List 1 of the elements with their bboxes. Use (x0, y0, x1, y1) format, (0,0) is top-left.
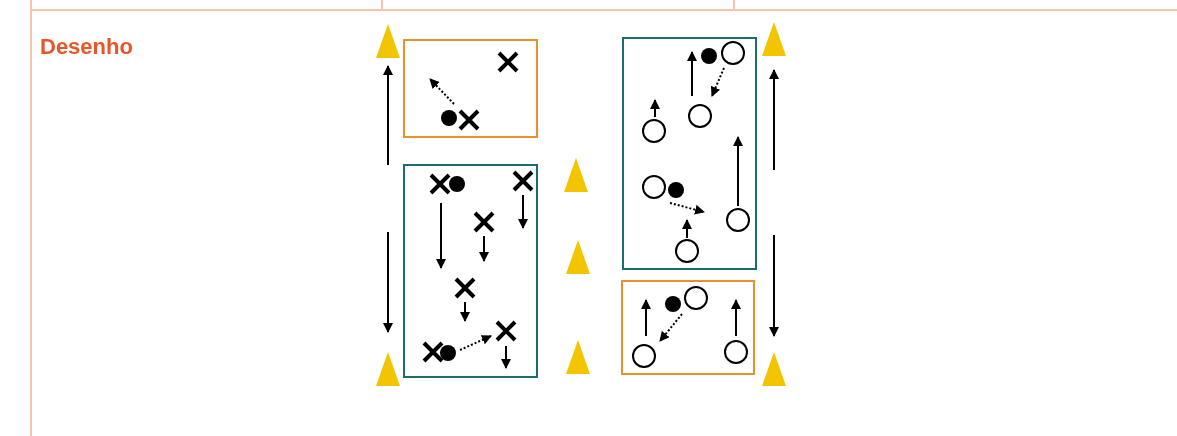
section-heading: Desenho (40, 33, 133, 61)
